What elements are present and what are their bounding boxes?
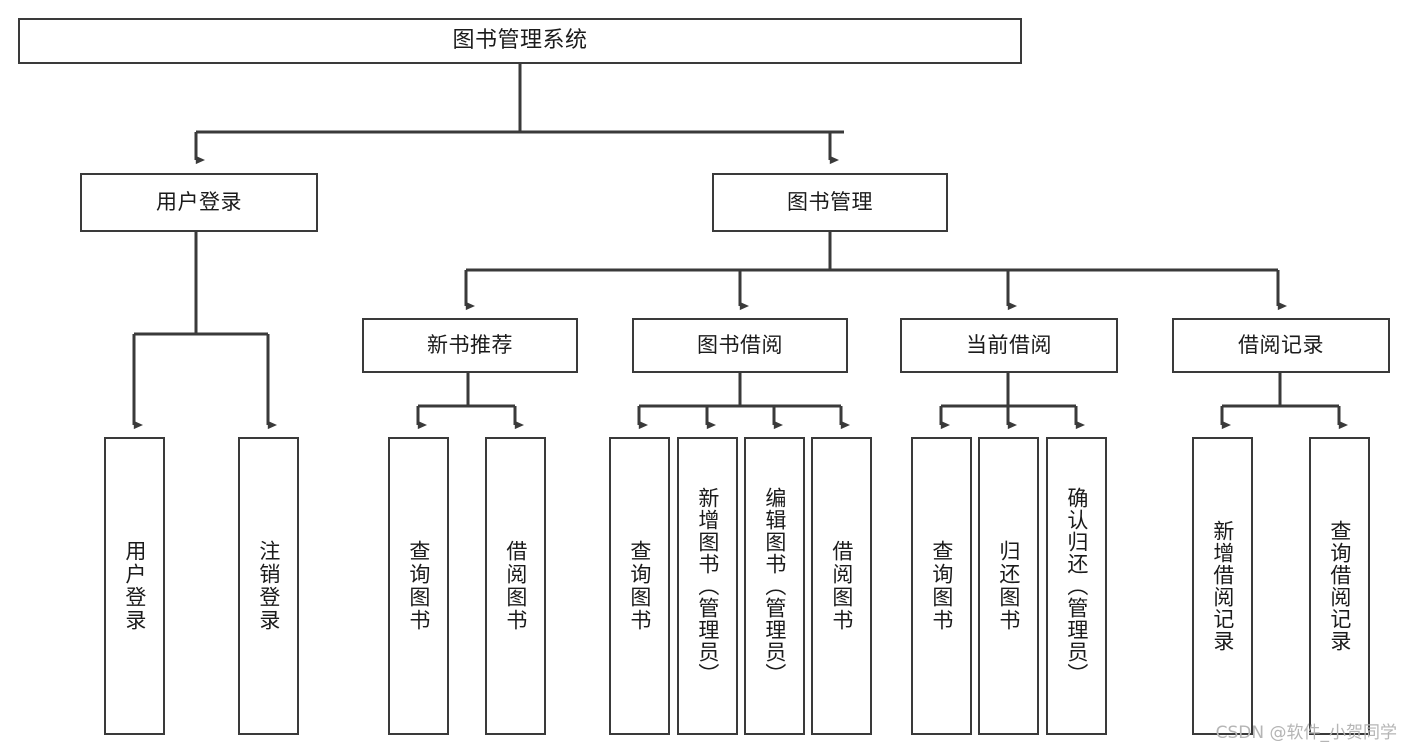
- node-borrow-records[interactable]: 借阅记录: [1172, 318, 1390, 373]
- node-borrow-records-label: 借阅记录: [1238, 333, 1324, 358]
- leaf-logout[interactable]: 注销登录: [238, 437, 299, 735]
- leaf-borrow-books-label: 借阅图书: [829, 540, 854, 632]
- leaf-borrow-books-recommend-label: 借阅图书: [503, 540, 528, 632]
- leaf-query-borrow-record[interactable]: 查询借阅记录: [1309, 437, 1370, 735]
- leaf-confirm-return-admin-label: 确认归还（管理员）: [1064, 487, 1089, 685]
- leaf-add-book-admin-label: 新增图书（管理员）: [695, 487, 720, 685]
- leaf-borrow-books-recommend[interactable]: 借阅图书: [485, 437, 546, 735]
- leaf-borrow-books[interactable]: 借阅图书: [811, 437, 872, 735]
- node-book-management[interactable]: 图书管理: [712, 173, 948, 232]
- node-book-management-label: 图书管理: [787, 190, 873, 215]
- node-root-label: 图书管理系统: [452, 28, 588, 54]
- node-current-borrow-label: 当前借阅: [966, 333, 1052, 358]
- leaf-query-books-current-label: 查询图书: [929, 540, 954, 632]
- leaf-query-books-current[interactable]: 查询图书: [911, 437, 972, 735]
- leaf-query-books-recommend[interactable]: 查询图书: [388, 437, 449, 735]
- leaf-user-login-label: 用户登录: [122, 540, 147, 632]
- leaf-query-borrow-record-label: 查询借阅记录: [1327, 520, 1352, 652]
- leaf-query-books-recommend-label: 查询图书: [406, 540, 431, 632]
- leaf-edit-book-admin-label: 编辑图书（管理员）: [762, 487, 787, 685]
- leaf-add-borrow-record-label: 新增借阅记录: [1210, 520, 1235, 652]
- node-new-book-recommend-label: 新书推荐: [427, 333, 513, 358]
- node-user-login[interactable]: 用户登录: [80, 173, 318, 232]
- node-book-borrow-label: 图书借阅: [697, 333, 783, 358]
- leaf-query-books-borrow[interactable]: 查询图书: [609, 437, 670, 735]
- leaf-return-books[interactable]: 归还图书: [978, 437, 1039, 735]
- leaf-add-borrow-record[interactable]: 新增借阅记录: [1192, 437, 1253, 735]
- leaf-query-books-borrow-label: 查询图书: [627, 540, 652, 632]
- node-book-borrow[interactable]: 图书借阅: [632, 318, 848, 373]
- leaf-confirm-return-admin[interactable]: 确认归还（管理员）: [1046, 437, 1107, 735]
- node-user-login-label: 用户登录: [156, 190, 242, 215]
- leaf-logout-label: 注销登录: [256, 540, 281, 632]
- node-current-borrow[interactable]: 当前借阅: [900, 318, 1118, 373]
- node-root[interactable]: 图书管理系统: [18, 18, 1022, 64]
- leaf-add-book-admin[interactable]: 新增图书（管理员）: [677, 437, 738, 735]
- leaf-edit-book-admin[interactable]: 编辑图书（管理员）: [744, 437, 805, 735]
- leaf-return-books-label: 归还图书: [996, 540, 1021, 632]
- leaf-user-login[interactable]: 用户登录: [104, 437, 165, 735]
- node-new-book-recommend[interactable]: 新书推荐: [362, 318, 578, 373]
